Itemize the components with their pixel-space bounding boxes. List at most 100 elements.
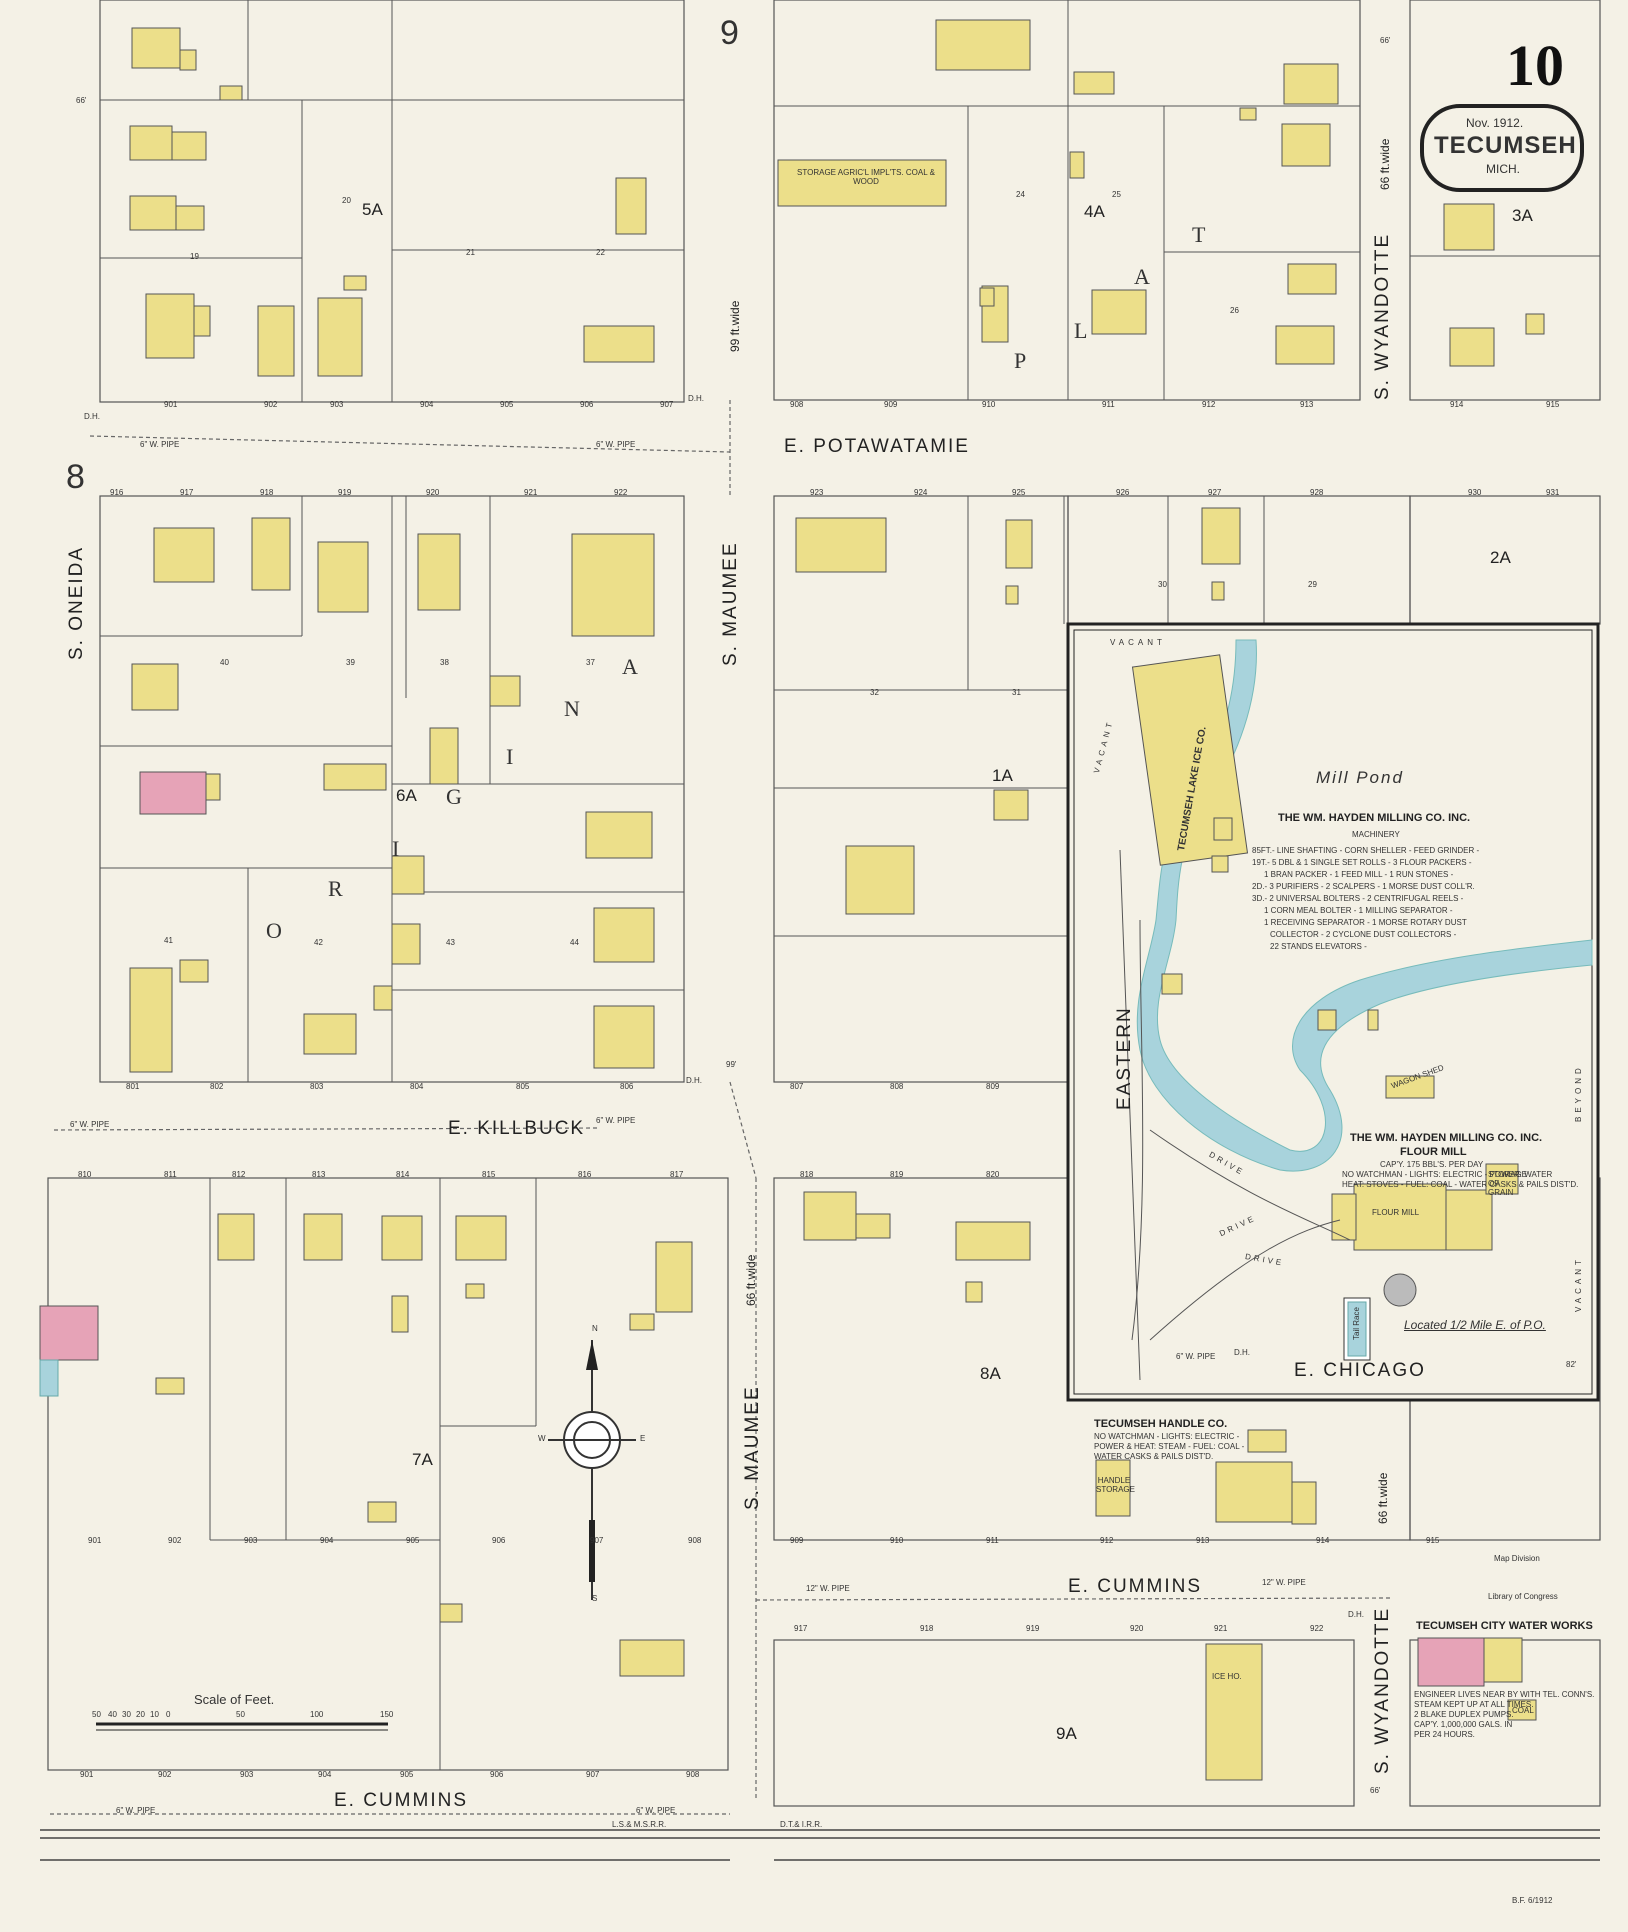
house-number: 931: [1546, 488, 1560, 497]
street-e-cummins-left: E. CUMMINS: [334, 1790, 468, 1811]
flour-mill-building-label: FLOUR MILL: [1372, 1208, 1420, 1217]
house-number: 902: [168, 1536, 182, 1545]
dh-label: D.H.: [686, 1076, 702, 1085]
house-number: 917: [180, 488, 194, 497]
water-works-line: CAP'Y. 1,000,000 GALS. IN: [1414, 1720, 1513, 1729]
house-number: 818: [800, 1170, 814, 1179]
state-name: MICH.: [1486, 162, 1520, 176]
house-number: 926: [1116, 488, 1130, 497]
plat-letter: I: [392, 836, 400, 861]
house-number: 817: [670, 1170, 684, 1179]
railroad-label-right: D.T.& I.R.R.: [780, 1820, 823, 1829]
sheet-date: Nov. 1912.: [1466, 116, 1524, 130]
plat-letter: N: [564, 696, 580, 721]
pipe-label: 6" W. PIPE: [140, 440, 180, 449]
house-number: 901: [88, 1536, 102, 1545]
machinery-line: 22 STANDS ELEVATORS -: [1270, 942, 1367, 951]
lot-number: 31: [1012, 688, 1021, 697]
railroad-label-left: L.S.& M.S.R.R.: [612, 1820, 667, 1829]
house-number: 925: [1012, 488, 1026, 497]
handle-co-title: TECUMSEH HANDLE CO.: [1094, 1418, 1228, 1430]
scale-tick: 150: [380, 1710, 394, 1719]
dh-label: D.H.: [1348, 1610, 1364, 1619]
compass-e: E: [640, 1434, 646, 1443]
plat-letter: I: [506, 744, 514, 769]
house-number: 801: [126, 1082, 140, 1091]
pipe-label: 6" W. PIPE: [596, 1116, 636, 1125]
street-eastern: EASTERN: [1114, 1006, 1135, 1110]
scale-bar: [96, 1722, 388, 1731]
street-s-wyandotte-upper: S. WYANDOTTE: [1372, 232, 1393, 400]
scale-tick: 20: [136, 1710, 145, 1719]
house-number: 902: [158, 1770, 172, 1779]
plat-letter: A: [622, 654, 638, 679]
house-number: 919: [338, 488, 352, 497]
house-number: 906: [492, 1536, 506, 1545]
house-number: 920: [1130, 1624, 1144, 1633]
lot-number: 39: [346, 658, 355, 667]
plat-letter: T: [1192, 222, 1206, 247]
vacant-right: VACANT: [1574, 1256, 1583, 1312]
lot-number: 26: [1230, 306, 1239, 315]
handle-co-line: NO WATCHMAN - LIGHTS: ELECTRIC -: [1094, 1432, 1240, 1441]
house-number: 901: [164, 400, 178, 409]
house-number: 903: [240, 1770, 254, 1779]
scale-tick: 10: [150, 1710, 159, 1719]
tail-race-label: Tail Race: [1352, 1307, 1361, 1340]
water-works-line: PER 24 HOURS.: [1414, 1730, 1475, 1739]
house-number: 915: [1546, 400, 1560, 409]
storage-label: STORAGE AGRIC'L IMPL'TS. COAL & WOOD: [797, 168, 935, 186]
house-number: 806: [620, 1082, 634, 1091]
house-number: 810: [78, 1170, 92, 1179]
house-number: 905: [400, 1770, 414, 1779]
pipe-label: 12" W. PIPE: [1262, 1578, 1306, 1587]
house-number: 907: [590, 1536, 604, 1545]
machinery-line: 85FT.- LINE SHAFTING - CORN SHELLER - FE…: [1252, 846, 1480, 855]
stamp-line: Map Division: [1494, 1554, 1540, 1563]
machinery-line: 1 BRAN PACKER - 1 FEED MILL - 1 RUN STON…: [1264, 870, 1454, 879]
compass-w: W: [538, 1434, 546, 1443]
lot-number: 32: [870, 688, 879, 697]
scale-tick: 30: [122, 1710, 131, 1719]
house-number: 816: [578, 1170, 592, 1179]
house-number: 819: [890, 1170, 904, 1179]
handle-co-line: WATER CASKS & PAILS DIST'D.: [1094, 1452, 1214, 1461]
machinery-line: 2D.- 3 PURIFIERS - 2 SCALPERS - 1 MORSE …: [1252, 882, 1475, 891]
scale-tick: 0: [166, 1710, 171, 1719]
house-number: 907: [660, 400, 674, 409]
house-number: 905: [500, 400, 514, 409]
dim-label: 99': [726, 1060, 737, 1069]
beyond-label: BEYOND: [1574, 1064, 1583, 1122]
dh-label: D.H.: [84, 412, 100, 421]
plat-letter: P: [1014, 348, 1027, 373]
house-number: 922: [614, 488, 628, 497]
house-number: 905: [406, 1536, 420, 1545]
mill-pond-label: Mill Pond: [1316, 768, 1404, 787]
scale-tick: 40: [108, 1710, 117, 1719]
house-number: 924: [914, 488, 928, 497]
lot-number: 24: [1016, 190, 1025, 199]
water-works-line: STEAM KEPT UP AT ALL TIMES.: [1414, 1700, 1534, 1709]
lot-number: 40: [220, 658, 229, 667]
block-4a: 4A: [1084, 202, 1105, 221]
machinery-line: 19T.- 5 DBL & 1 SINGLE SET ROLLS - 3 FLO…: [1252, 858, 1472, 867]
lot-number: 25: [1112, 190, 1121, 199]
house-number: 904: [318, 1770, 332, 1779]
street-s-wyandotte-lower: S. WYANDOTTE: [1372, 1606, 1393, 1774]
stamp-line: Library of Congress: [1488, 1592, 1558, 1601]
lot-number: 22: [596, 248, 605, 257]
house-number: 808: [890, 1082, 904, 1091]
lot-number: 44: [570, 938, 579, 947]
lot-number: 29: [1308, 580, 1317, 589]
house-number: 820: [986, 1170, 1000, 1179]
dim-label: 82': [1566, 1360, 1577, 1369]
plat-letter: L: [1074, 318, 1088, 343]
block-3a: 3A: [1512, 206, 1533, 225]
machinery-line: 1 RECEIVING SEPARATOR - 1 MORSE ROTARY D…: [1264, 918, 1467, 927]
town-name: TECUMSEH: [1434, 132, 1577, 159]
block-9a: 9A: [1056, 1724, 1077, 1743]
dh-label: D.H.: [688, 394, 704, 403]
house-number: 917: [794, 1624, 808, 1633]
drive-lines: [1119, 849, 1351, 1381]
maumee-width-upper: 99 ft.wide: [728, 300, 742, 352]
